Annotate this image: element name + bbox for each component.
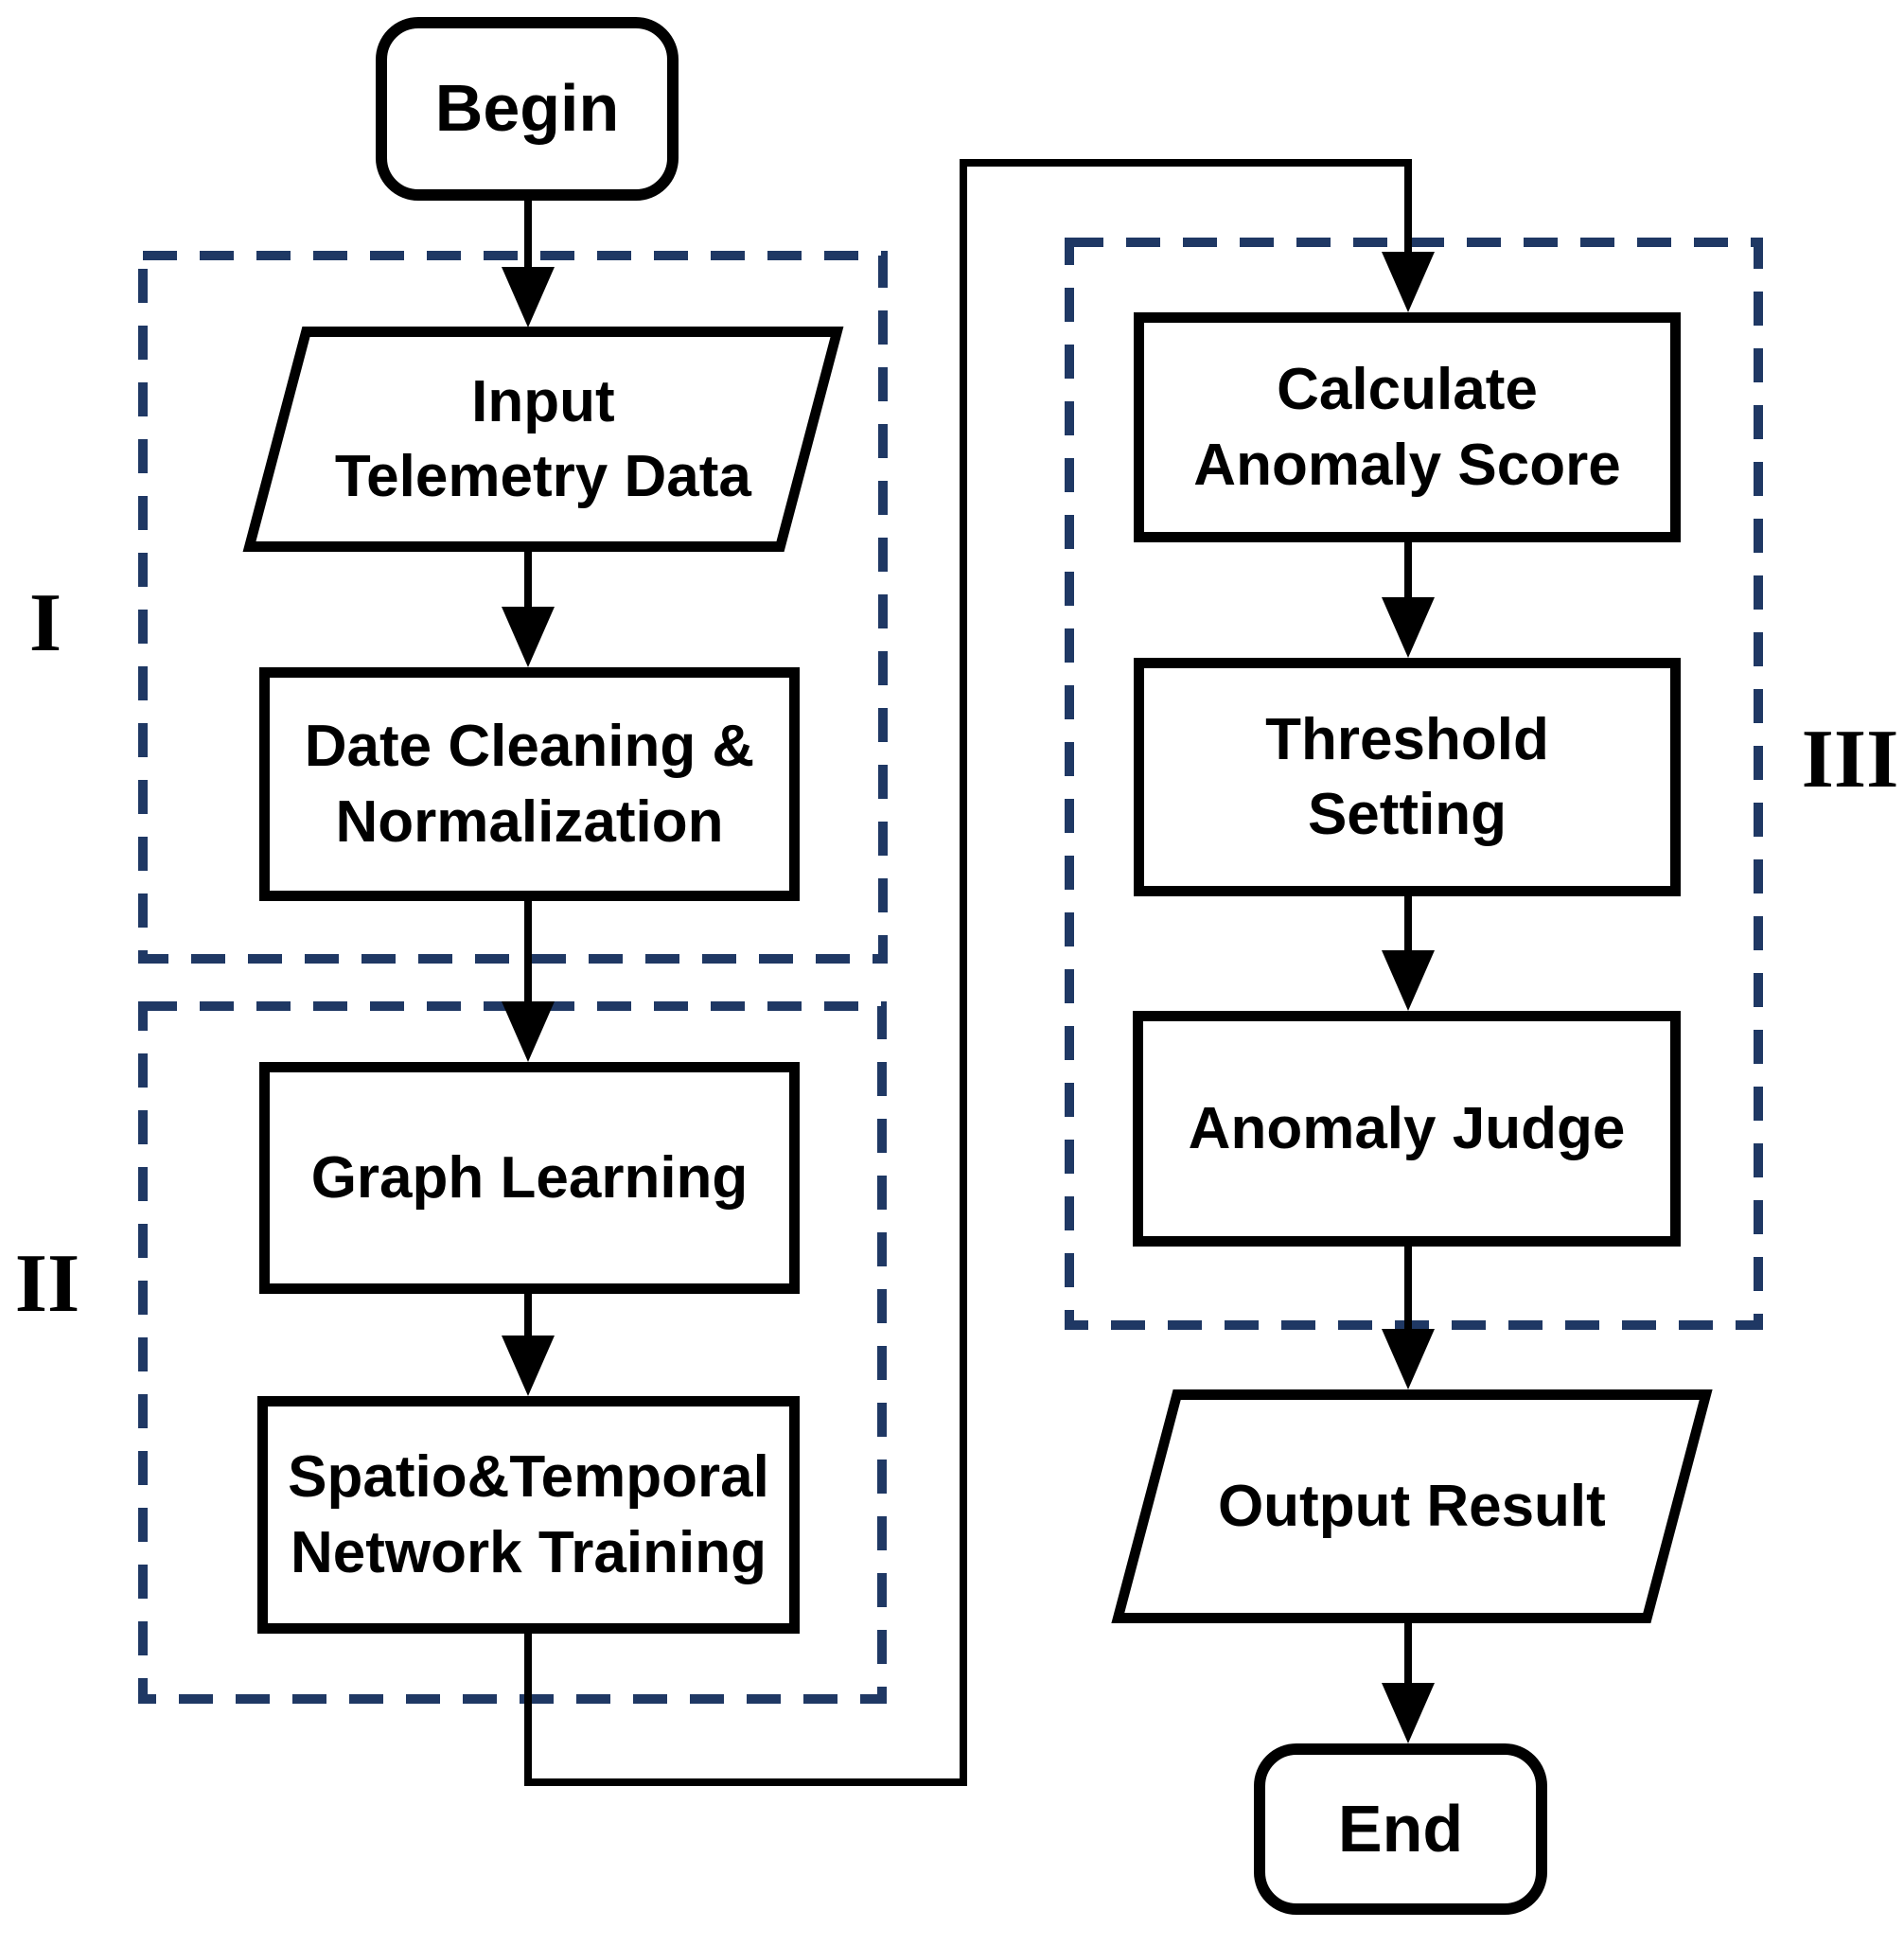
stage-3-numeral: III bbox=[1801, 714, 1899, 805]
arrowhead-icon bbox=[1382, 950, 1435, 1011]
node-begin-label: Begin bbox=[434, 71, 620, 146]
node-input-telemetry-data-label: Input Telemetry Data bbox=[335, 368, 751, 509]
arrow-input-to-cleaning bbox=[502, 552, 555, 667]
stage-1-boundary bbox=[138, 251, 888, 964]
node-end: End bbox=[1254, 1743, 1547, 1915]
node-threshold-setting: Threshold Setting bbox=[1134, 658, 1681, 896]
node-anomaly-judge-label: Anomaly Judge bbox=[1188, 1095, 1626, 1161]
arrow-cleaning-to-graph bbox=[502, 901, 555, 1062]
node-data-cleaning-normalization: Date Cleaning & Normalization bbox=[259, 667, 800, 901]
node-graph-learning-label: Graph Learning bbox=[310, 1144, 749, 1211]
node-spatio-temporal-network-training: Spatio&Temporal Network Training bbox=[257, 1396, 800, 1634]
node-graph-learning: Graph Learning bbox=[259, 1062, 800, 1294]
arrow-graph-to-spatio bbox=[502, 1294, 555, 1396]
node-output-result-label: Output Result bbox=[1218, 1473, 1606, 1539]
arrowhead-icon bbox=[502, 1336, 555, 1396]
node-input-telemetry-data: Input Telemetry Data bbox=[242, 327, 844, 552]
arrow-output-to-end bbox=[1382, 1623, 1435, 1743]
arrowhead-icon bbox=[502, 607, 555, 667]
stage-2-numeral: II bbox=[14, 1238, 80, 1330]
arrow-judge-to-output bbox=[1382, 1247, 1435, 1389]
stage-1-numeral: I bbox=[28, 577, 62, 669]
arrowhead-icon bbox=[502, 267, 555, 327]
node-calculate-anomaly-score: Calculate Anomaly Score bbox=[1134, 312, 1681, 542]
arrow-threshold-to-judge bbox=[1382, 896, 1435, 1011]
arrow-calculate-to-threshold bbox=[1382, 542, 1435, 658]
node-end-label: End bbox=[1337, 1791, 1464, 1866]
arrowhead-icon bbox=[1382, 597, 1435, 658]
node-output-result: Output Result bbox=[1111, 1389, 1713, 1623]
node-anomaly-judge: Anomaly Judge bbox=[1133, 1011, 1681, 1247]
stage-3-boundary bbox=[1065, 238, 1763, 1330]
arrow-spatio-to-calculate bbox=[524, 159, 1435, 1786]
arrow-begin-to-input bbox=[502, 201, 555, 327]
arrowhead-icon bbox=[1382, 1329, 1435, 1389]
arrowhead-icon bbox=[1382, 1683, 1435, 1743]
arrowhead-icon bbox=[1382, 252, 1435, 312]
arrowhead-icon bbox=[502, 1001, 555, 1062]
node-begin: Begin bbox=[376, 17, 679, 201]
